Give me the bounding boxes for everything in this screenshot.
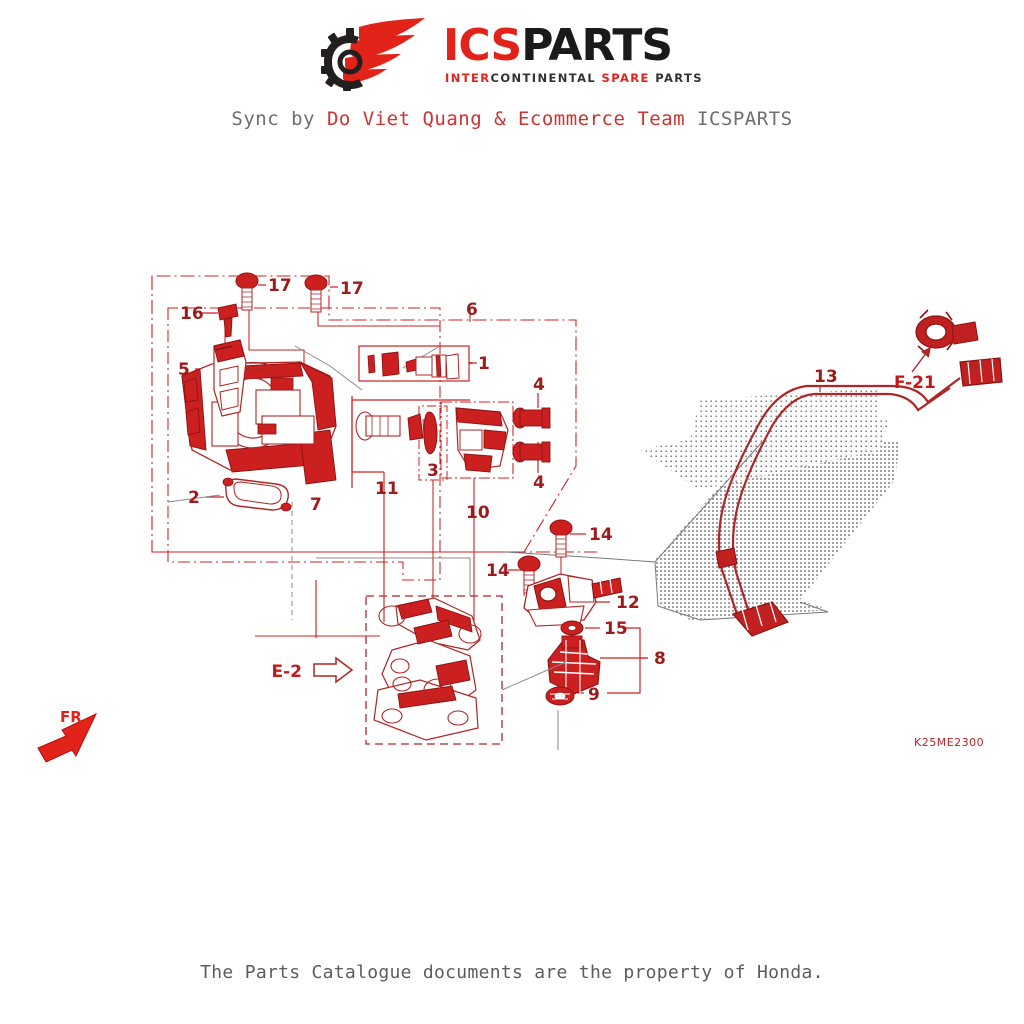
callout-14a: 14 bbox=[589, 525, 613, 545]
logo-wordmark: ICSPARTS INTERCONTINENTAL SPARE PARTS bbox=[443, 23, 703, 85]
ghost-engine-cover bbox=[640, 388, 900, 620]
hose-fitting-f21 bbox=[915, 309, 979, 354]
part-15-washer bbox=[560, 620, 584, 636]
callout-7: 7 bbox=[310, 495, 322, 515]
part-11-bolt bbox=[355, 411, 401, 441]
group-7-leader bbox=[255, 580, 380, 637]
callout-11: 11 bbox=[375, 479, 399, 499]
callout-1: 1 bbox=[478, 354, 490, 374]
page-ref-f21: F-21 bbox=[894, 373, 936, 393]
callout-10: 10 bbox=[466, 503, 490, 523]
part-16-screw bbox=[217, 303, 239, 338]
logo-sub-continental: CONTINENTAL bbox=[490, 70, 597, 85]
callout-15: 15 bbox=[604, 619, 628, 639]
sync-credit-line: Sync by Do Viet Quang & Ecommerce Team I… bbox=[0, 108, 1024, 130]
group-6-boundary bbox=[151, 275, 577, 553]
group-3-box bbox=[418, 405, 448, 481]
callout-17b: 17 bbox=[340, 279, 364, 299]
callout-3: 3 bbox=[427, 461, 439, 481]
callout-9: 9 bbox=[588, 685, 600, 705]
fr-label: FR. bbox=[60, 708, 88, 726]
throttle-body-assembly bbox=[181, 360, 337, 485]
exploded-parts-diagram: 17 17 16 6 5 1 4 3 4 11 2 7 10 14 14 12 … bbox=[0, 150, 1024, 790]
part-4b-bolt bbox=[512, 441, 551, 463]
e2-reference-box bbox=[365, 595, 503, 745]
wing-gear-logo-icon bbox=[321, 18, 426, 91]
e2-leader2 bbox=[501, 661, 567, 691]
hose-connector-upper-right bbox=[959, 357, 1003, 387]
f21-arrow bbox=[911, 346, 931, 373]
grp7-to-2 bbox=[167, 494, 221, 503]
part-17b-bolt bbox=[304, 274, 328, 313]
copyright-notice: The Parts Catalogue documents are the pr… bbox=[200, 962, 824, 983]
part-10-valve bbox=[455, 407, 509, 473]
part-12-fuel-joint bbox=[523, 573, 623, 627]
callout-16: 16 bbox=[180, 304, 204, 324]
e2-arrow-outline bbox=[313, 656, 354, 684]
c17a-drop bbox=[248, 296, 305, 366]
logo-tagline: INTERCONTINENTAL SPARE PARTS bbox=[445, 70, 703, 85]
fr-direction-arrow bbox=[37, 712, 98, 763]
callout-12: 12 bbox=[616, 593, 640, 613]
logo-sub-parts: PARTS bbox=[655, 70, 703, 85]
part-1-injector bbox=[367, 351, 460, 380]
group-10-box bbox=[440, 401, 514, 479]
part-9-oring bbox=[545, 686, 575, 706]
callout-2: 2 bbox=[188, 488, 200, 508]
part-4a-bolt bbox=[512, 407, 551, 429]
diagram-part-number: K25ME2300 bbox=[914, 736, 985, 749]
part-17a-bolt bbox=[235, 272, 259, 311]
part-3-seal bbox=[423, 411, 438, 455]
sync-suffix: ICSPARTS bbox=[685, 108, 793, 130]
diagram-svg: 17 17 16 6 5 1 4 3 4 11 2 7 10 14 14 12 … bbox=[37, 272, 1003, 763]
sync-prefix: Sync by bbox=[231, 108, 327, 130]
logo-main-text: ICSPARTS bbox=[443, 23, 703, 68]
part-2-gasket bbox=[222, 477, 292, 512]
group-7-box bbox=[167, 307, 441, 581]
logo-ics: ICS bbox=[443, 19, 522, 71]
c17b-drop bbox=[317, 300, 440, 327]
callout-4b: 4 bbox=[533, 473, 545, 493]
part-14b-bolt bbox=[517, 555, 541, 594]
group-11-bracket bbox=[351, 400, 385, 478]
callout-17a: 17 bbox=[268, 276, 292, 296]
callout-13: 13 bbox=[814, 367, 838, 387]
callout-5: 5 bbox=[178, 360, 190, 380]
icsparts-logo: ICSPARTS INTERCONTINENTAL SPARE PARTS bbox=[321, 17, 703, 91]
hose-clamp-mid bbox=[715, 547, 738, 569]
rocker-arm-assembly bbox=[373, 597, 482, 741]
e2-leader bbox=[316, 557, 471, 596]
part-5-sensor bbox=[213, 339, 247, 417]
section-ref-e2: E-2 bbox=[272, 662, 303, 682]
sync-highlight: Do Viet Quang & Ecommerce Team bbox=[326, 108, 686, 130]
grp-connector-diag bbox=[294, 345, 363, 391]
callout-8: 8 bbox=[654, 649, 666, 669]
brand-header: ICSPARTS INTERCONTINENTAL SPARE PARTS bbox=[0, 14, 1024, 94]
callout-6: 6 bbox=[466, 300, 478, 320]
part-14a-bolt bbox=[549, 519, 573, 558]
callout-labels: 17 17 16 6 5 1 4 3 4 11 2 7 10 14 14 12 … bbox=[178, 276, 838, 705]
logo-sub-inter: INTER bbox=[445, 70, 491, 85]
logo-sub-spare: SPARE bbox=[601, 70, 650, 85]
logo-parts: PARTS bbox=[521, 19, 673, 71]
callout-4a: 4 bbox=[533, 375, 545, 395]
hose-connector-lower bbox=[731, 601, 789, 637]
ghost-cover-outline bbox=[505, 441, 829, 621]
part-8-regulator bbox=[547, 635, 601, 695]
c8-bracket bbox=[607, 627, 641, 694]
callout-14b: 14 bbox=[486, 561, 510, 581]
